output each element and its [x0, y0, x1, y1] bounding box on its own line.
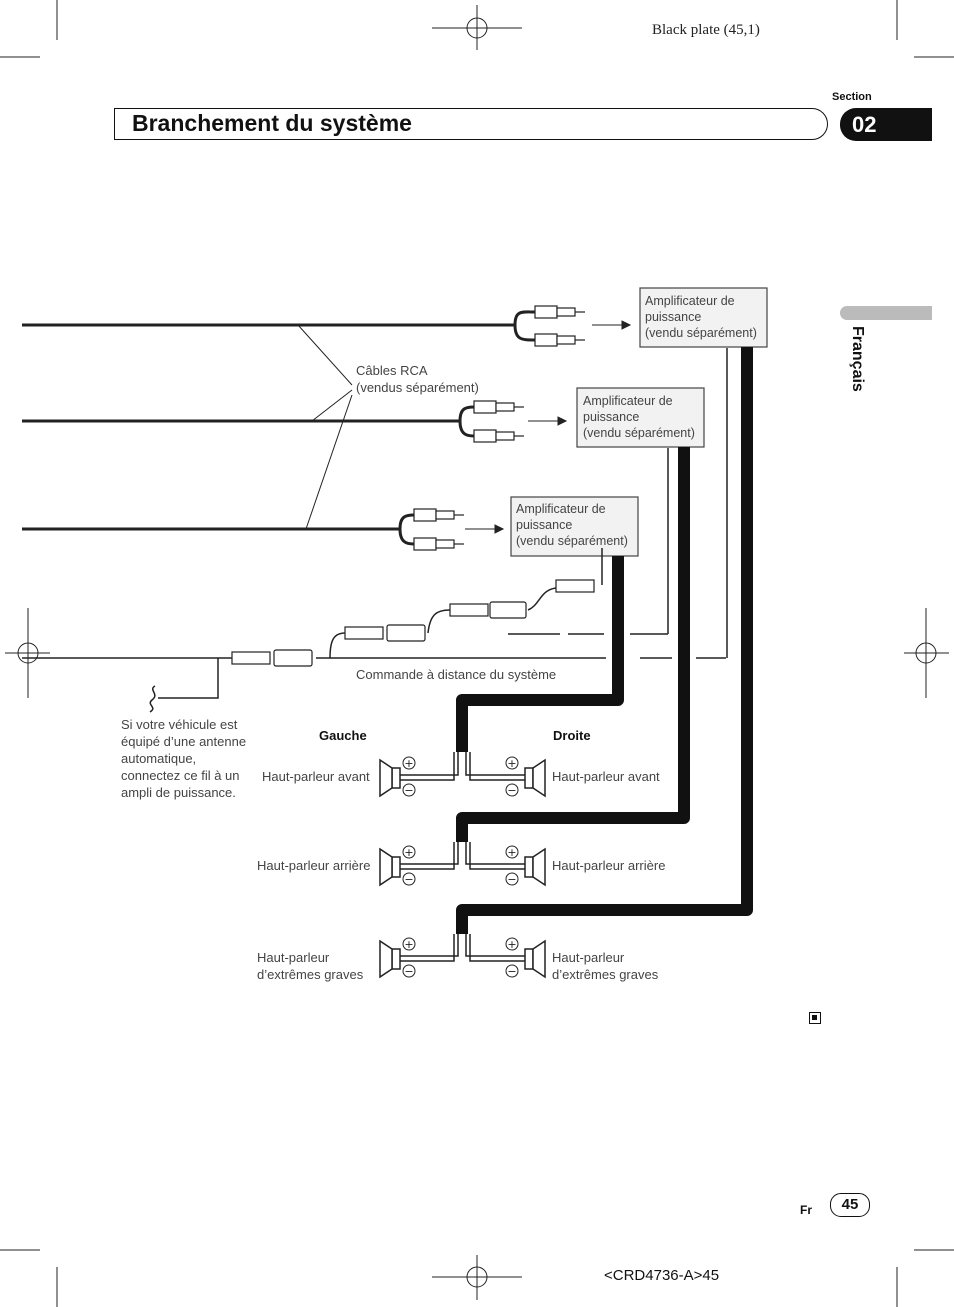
- rear-speaker-right-label: Haut-parleur arrière: [552, 858, 666, 873]
- minus-sign: −: [404, 784, 413, 797]
- minus-sign: −: [507, 965, 516, 978]
- left-heading: Gauche: [319, 728, 367, 743]
- rca-plug-pair-2: [458, 400, 524, 443]
- language-code: Fr: [800, 1203, 812, 1217]
- rear-speaker-left-label: Haut-parleur arrière: [257, 858, 371, 873]
- polarity-signs: + − + − + − + − + − + −: [404, 757, 516, 978]
- amp-line3: (vendu séparément): [516, 534, 628, 548]
- amplifier-label-3: Amplificateur de puissance (vendu séparé…: [516, 501, 628, 549]
- speaker-icons: [379, 758, 546, 979]
- right-heading: Droite: [553, 728, 591, 743]
- document-code: <CRD4736-A>45: [604, 1267, 720, 1284]
- amp-line2: puissance: [583, 410, 640, 424]
- subwoofer-right-label: Haut-parleur d’extrêmes graves: [552, 949, 658, 983]
- speaker-cables: [456, 347, 753, 934]
- remote-connectors: [231, 579, 595, 667]
- amp-line2: puissance: [516, 518, 573, 532]
- title-bar: [114, 108, 828, 140]
- rca-cables-label: Câbles RCA (vendus séparément): [356, 362, 479, 396]
- amp-line3: (vendu séparément): [645, 326, 757, 340]
- plus-sign: +: [507, 846, 516, 859]
- amp-line3: (vendu séparément): [583, 426, 695, 440]
- rca-label-line2: (vendus séparément): [356, 380, 479, 395]
- arrow-icons: [465, 320, 632, 534]
- sub-line1: Haut-parleur: [257, 950, 330, 965]
- remote-wire: [149, 348, 728, 713]
- minus-sign: −: [507, 784, 516, 797]
- minus-sign: −: [404, 873, 413, 886]
- plus-sign: +: [404, 938, 413, 951]
- sub-line1: Haut-parleur: [552, 950, 625, 965]
- front-speaker-right-label: Haut-parleur avant: [552, 769, 660, 784]
- rca-label-line1: Câbles RCA: [356, 363, 428, 378]
- amplifier-label-1: Amplificateur de puissance (vendu séparé…: [645, 293, 757, 341]
- section-label: Section: [832, 91, 872, 103]
- sub-line2: d’extrêmes graves: [552, 967, 659, 982]
- polarity-circles: [402, 756, 519, 978]
- rca-plug-pair-3: [398, 508, 464, 551]
- end-mark-icon: [809, 1012, 821, 1024]
- sub-line2: d’extrêmes graves: [257, 967, 364, 982]
- front-speaker-left-label: Haut-parleur avant: [262, 769, 370, 784]
- language-label: Français: [849, 326, 866, 392]
- plus-sign: +: [404, 757, 413, 770]
- amp-line1: Amplificateur de: [516, 502, 606, 516]
- amp-line1: Amplificateur de: [583, 394, 673, 408]
- minus-sign: −: [507, 873, 516, 886]
- page-title: Branchement du système: [132, 110, 412, 136]
- antenna-note: Si votre véhicule est équipé d’une anten…: [121, 717, 247, 800]
- page-number: 45: [830, 1193, 870, 1217]
- plate-label: Black plate (45,1): [652, 22, 760, 38]
- amplifier-label-2: Amplificateur de puissance (vendu séparé…: [583, 393, 695, 441]
- language-tab: [840, 306, 932, 320]
- rca-output-lines: [22, 323, 515, 659]
- plus-sign: +: [507, 757, 516, 770]
- plus-sign: +: [404, 846, 413, 859]
- amp-line2: puissance: [645, 310, 702, 324]
- rca-plug-pair-1: [513, 305, 585, 347]
- remote-control-label: Commande à distance du système: [356, 667, 557, 682]
- speaker-wire-splits: [400, 752, 525, 962]
- amplifier-boxes: [510, 287, 768, 557]
- amp-line1: Amplificateur de: [645, 294, 735, 308]
- subwoofer-left-label: Haut-parleur d’extrêmes graves: [257, 949, 363, 983]
- plus-sign: +: [507, 938, 516, 951]
- minus-sign: −: [404, 965, 413, 978]
- section-number: 02: [840, 108, 932, 141]
